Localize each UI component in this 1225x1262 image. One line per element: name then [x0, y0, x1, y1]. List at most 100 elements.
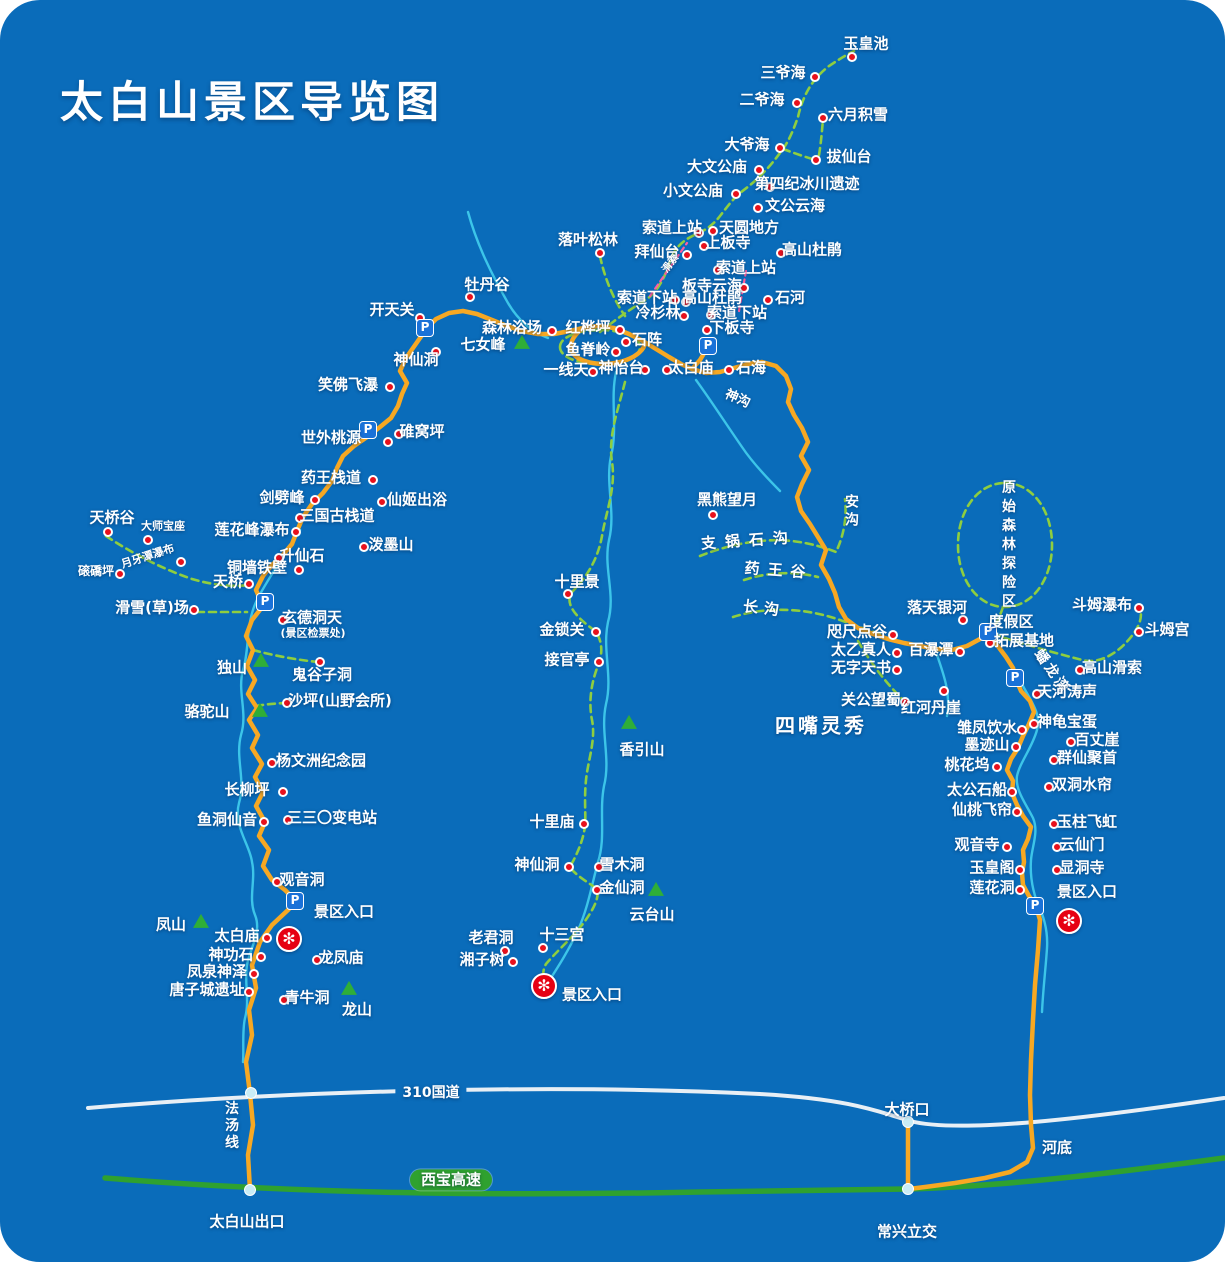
parking-icon: P [1026, 897, 1044, 915]
poi-marker [267, 758, 277, 768]
poi-label: 莲花峰瀑布 [214, 520, 290, 539]
poi-marker [681, 297, 691, 307]
poi-label: 大师宝座 [141, 519, 185, 533]
poi-label: 太白庙 [668, 358, 714, 377]
poi-label: 双洞水帘 [1051, 775, 1113, 794]
poi-label: 升仙石 [279, 546, 325, 565]
poi-marker [739, 283, 749, 293]
poi-label: 索道下站 [706, 303, 768, 322]
poi-marker [679, 311, 689, 321]
poi-label: 太白山出口 [209, 1212, 285, 1231]
poi-label: 斗姆宫 [1144, 620, 1190, 639]
poi-label: 湘子树 [459, 950, 505, 969]
poi-label: 神怡台 [598, 358, 644, 377]
poi-label: 碓窝坪 [399, 422, 445, 441]
poi-label: 太乙真人 [830, 640, 892, 659]
poi-label: 十里庙 [529, 812, 575, 831]
poi-label: 牡丹谷 [464, 275, 510, 294]
poi-label: 云仙门 [1059, 835, 1105, 854]
poi-label: 310国道 [395, 1083, 467, 1103]
poi-label: 上板寺 [705, 233, 751, 252]
poi-label: 石阵 [631, 330, 663, 349]
poi-marker [775, 143, 785, 153]
poi-marker [1011, 742, 1021, 752]
poi-label: 仙桃飞帘 [951, 800, 1013, 819]
poi-marker [538, 943, 548, 953]
poi-marker [278, 615, 288, 625]
poi-marker [588, 367, 598, 377]
poi-label: 凤山 [155, 915, 187, 934]
poi-marker [682, 250, 692, 260]
poi-label: 杨文洲纪念园 [275, 751, 367, 770]
poi-marker [595, 248, 605, 258]
peak-icon [193, 913, 209, 928]
poi-marker [291, 527, 301, 537]
poi-marker [1066, 737, 1076, 747]
parking-icon: P [416, 319, 434, 337]
peak-icon [253, 652, 269, 667]
poi-label: 玉皇池 [843, 34, 889, 53]
poi-label: 独山 [216, 658, 248, 677]
poi-label: 墨迹山 [964, 735, 1010, 754]
poi-marker [731, 189, 741, 199]
poi-marker [368, 475, 378, 485]
poi-marker [394, 429, 404, 439]
poi-label: 文公云海 [764, 196, 826, 215]
poi-label: 三爷海 [760, 63, 806, 82]
poi-marker [1007, 787, 1017, 797]
poi-label: 唐子城遗址 [169, 980, 245, 999]
poi-marker [465, 292, 475, 302]
poi-label: 龙山 [341, 1000, 373, 1019]
poi-marker [713, 265, 723, 275]
poi-label: 天河涛声 [1036, 682, 1098, 701]
poi-marker [900, 697, 910, 707]
poi-marker [383, 437, 393, 447]
poi-label: 金锁关 [539, 620, 585, 639]
poi-label: 药王栈道 [300, 468, 362, 487]
poi-marker [615, 325, 625, 335]
poi-label: 景区入口 [561, 985, 623, 1004]
poi-label: 凤泉神泽 [186, 962, 248, 981]
poi-label: 六月积雪 [827, 105, 889, 124]
poi-marker [939, 686, 949, 696]
poi-marker [1017, 725, 1027, 735]
poi-marker [1134, 603, 1144, 613]
poi-label: 西宝高速 [409, 1169, 493, 1191]
poi-label: 一线天 [543, 360, 589, 379]
poi-marker [892, 665, 902, 675]
poi-label: 拔仙台 [826, 147, 872, 166]
poi-label: 三国古栈道 [299, 506, 375, 525]
poi-marker [579, 819, 589, 829]
poi-label: 泼墨山 [368, 535, 414, 554]
poi-label: 支锅石沟 [700, 528, 798, 553]
poi-marker [295, 513, 305, 523]
poi-marker [765, 182, 775, 192]
poi-label: 天桥谷 [89, 508, 135, 527]
poi-marker [958, 615, 968, 625]
poi-label: 落叶松林 [557, 230, 619, 249]
poi-label: 河底 [1041, 1138, 1073, 1157]
parking-icon: P [699, 337, 717, 355]
poi-label: 关公望蜀 [840, 690, 902, 709]
poi-marker [359, 542, 369, 552]
poi-marker [272, 877, 282, 887]
poi-label: 咫尺点谷 [826, 622, 888, 641]
poi-label: 百瀑潭 [908, 640, 954, 659]
parking-icon: P [286, 892, 304, 910]
junction-node [902, 1183, 914, 1195]
poi-label: 观音洞 [279, 870, 325, 889]
poi-marker [115, 569, 125, 579]
poi-label: 长沟 [742, 597, 786, 620]
poi-label: 高山杜鹃 [781, 240, 843, 259]
poi-label: 安沟 [843, 494, 860, 530]
poi-label: 法汤线 [223, 1100, 240, 1152]
poi-marker [888, 630, 898, 640]
poi-marker [256, 952, 266, 962]
poi-marker [385, 382, 395, 392]
poi-marker [594, 862, 604, 872]
poi-label: 高山滑索 [1081, 658, 1143, 677]
